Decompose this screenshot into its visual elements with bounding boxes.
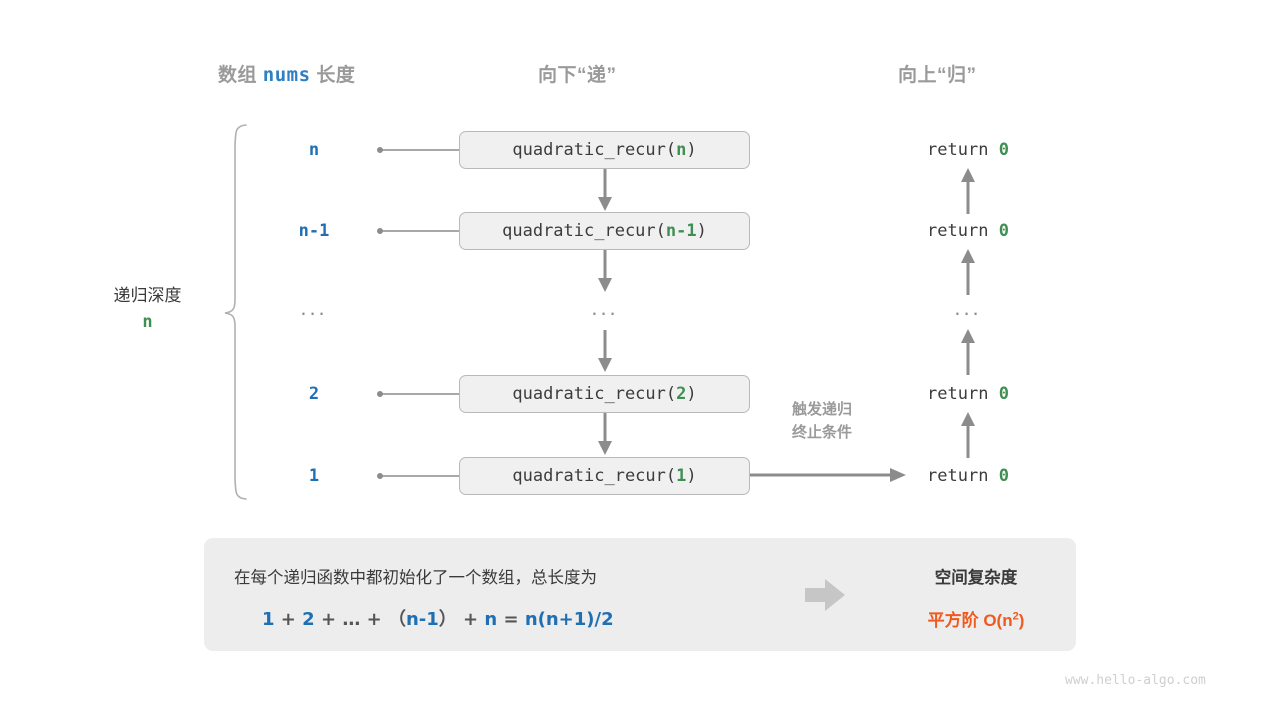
call-box-row-1-arg: n: [676, 140, 687, 160]
call-box-row-1[interactable]: quadratic_recur(n): [459, 131, 750, 169]
summary-result-value: 平方阶 O(n2): [876, 606, 1076, 631]
formula-token-12: n(n+1)/2: [524, 609, 614, 630]
formula-token-3: +: [314, 609, 343, 630]
array-length-row-1: n: [308, 140, 320, 160]
header-array-length-prefix: 数组: [218, 65, 258, 86]
return-label-row-2-text: return: [927, 221, 999, 241]
call-box-row-4-prefix: quadratic_recur(: [512, 384, 677, 404]
formula-token-11: =: [497, 609, 525, 630]
call-box-row-1-prefix: quadratic_recur(: [512, 140, 677, 160]
formula-token-4: …: [342, 609, 361, 630]
call-box-row-4[interactable]: quadratic_recur(2): [459, 375, 750, 413]
summary-panel: 在每个递归函数中都初始化了一个数组，总长度为 1 + 2 + … + （n-1）…: [204, 538, 1076, 651]
call-box-row-2[interactable]: quadratic_recur(n-1): [459, 212, 750, 250]
formula-token-2: 2: [302, 609, 315, 630]
call-box-row-5-arg: 1: [676, 466, 687, 486]
call-box-row-1-suffix: ): [686, 140, 697, 160]
header-array-length-suffix: 长度: [316, 65, 356, 86]
formula-token-9: +: [456, 609, 485, 630]
return-label-row-4-text: return: [927, 384, 999, 404]
return-label-row-1-text: return: [927, 140, 999, 160]
up-arrow-row-2-to-1: [961, 168, 975, 214]
down-arrow-row-3-to-4: [598, 330, 612, 372]
connector-line-row-1: [377, 147, 465, 153]
return-label-row-3-ellipsis: ...: [954, 295, 982, 320]
formula-token-0: 1: [262, 609, 275, 630]
summary-result-value-prefix: 平方阶 O(n: [927, 611, 1013, 630]
call-box-row-5[interactable]: quadratic_recur(1): [459, 457, 750, 495]
array-length-row-2: n-1: [298, 221, 330, 241]
formula-token-1: +: [274, 609, 303, 630]
return-label-row-2-value: 0: [998, 221, 1009, 241]
call-box-row-2-arg: n-1: [665, 221, 697, 241]
call-box-row-4-arg: 2: [676, 384, 687, 404]
return-label-row-1-value: 0: [998, 140, 1009, 160]
base-case-note: 触发递归 终止条件: [757, 398, 887, 445]
call-box-row-2-prefix: quadratic_recur(: [502, 221, 666, 241]
right-arrow-icon: [805, 579, 845, 611]
down-arrow-row-2-to-3: [598, 250, 612, 292]
connector-line-row-4: [377, 391, 465, 397]
depth-brace-icon: [224, 124, 247, 500]
header-array-length-mono: nums: [262, 64, 311, 86]
call-box-row-4-suffix: ): [686, 384, 697, 404]
formula-token-5: +: [360, 609, 388, 630]
header-return-up: 向上“归”: [898, 65, 977, 86]
header-array-length: 数组 nums 长度: [218, 60, 355, 87]
return-label-row-2: return 0: [888, 221, 1048, 241]
return-label-row-4-value: 0: [998, 384, 1009, 404]
base-case-note-line-2: 终止条件: [791, 424, 852, 442]
summary-result-value-suffix: ): [1018, 611, 1025, 630]
formula-token-8: ）: [438, 609, 457, 630]
summary-formula: 1 + 2 + … + （n-1） + n = n(n+1)/2: [262, 605, 614, 631]
down-arrow-row-1-to-2: [598, 169, 612, 211]
call-box-row-5-prefix: quadratic_recur(: [512, 466, 677, 486]
return-label-row-4: return 0: [888, 384, 1048, 404]
array-length-row-3-ellipsis: ...: [300, 295, 328, 320]
header-recurse-down: 向下“递”: [538, 65, 617, 86]
watermark: www.hello-algo.com: [1065, 673, 1206, 688]
return-label-row-5: return 0: [888, 466, 1048, 486]
return-label-row-1: return 0: [888, 140, 1048, 160]
summary-result-title: 空间复杂度: [934, 569, 1018, 587]
call-box-row-5-suffix: ): [686, 466, 697, 486]
summary-result-value-exponent: 2: [1012, 610, 1019, 623]
recursion-depth-text: 递归深度: [113, 286, 182, 305]
connector-line-row-2: [377, 228, 465, 234]
connector-line-row-5: [377, 473, 465, 479]
call-box-row-3-ellipsis: ...: [591, 295, 619, 320]
recursion-depth-value: n: [142, 312, 153, 333]
recursion-depth-label: 递归深度 n: [80, 282, 215, 336]
down-arrow-row-4-to-5: [598, 413, 612, 455]
up-arrow-row-5-to-4: [961, 412, 975, 458]
formula-token-6: （: [387, 609, 406, 630]
call-box-row-2-suffix: ): [696, 221, 707, 241]
formula-token-7: n-1: [405, 609, 439, 630]
base-case-right-arrow: [750, 468, 906, 482]
up-arrow-row-3-to-2: [961, 249, 975, 295]
return-label-row-5-value: 0: [998, 466, 1009, 486]
return-label-row-5-text: return: [927, 466, 999, 486]
array-length-row-4: 2: [308, 384, 320, 404]
up-arrow-row-4-to-3: [961, 329, 975, 375]
array-length-row-5: 1: [308, 466, 320, 486]
base-case-note-line-1: 触发递归: [791, 401, 852, 418]
summary-description: 在每个递归函数中都初始化了一个数组，总长度为: [234, 569, 597, 587]
formula-token-10: n: [484, 609, 498, 630]
